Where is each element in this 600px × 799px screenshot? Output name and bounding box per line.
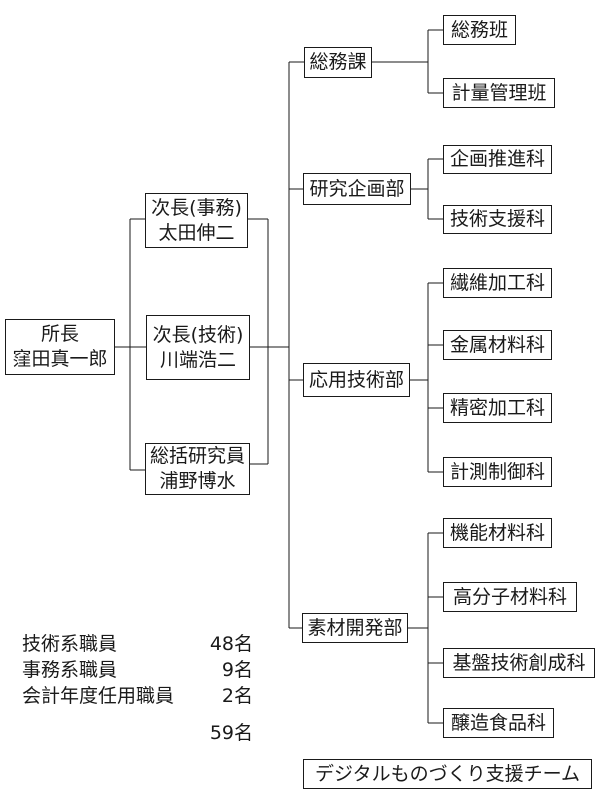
deputy-admin-name: 太田伸二 [158,221,235,244]
section-label: 高分子材料科 [452,585,567,608]
section-box-soumu-han: 総務班 [443,15,516,45]
digital-team-box: デジタルものづくり支援チーム [303,759,592,789]
staff-summary: 技術系職員 48名 事務系職員 9名 会計年度任用職員 2名 59名 [22,631,253,746]
director-name: 窪田真一郎 [12,348,108,370]
section-label: 基盤技術創成科 [452,651,586,674]
section-label: 醸造食品科 [450,711,546,734]
staff-row-technical: 技術系職員 48名 [22,631,253,657]
section-box-kiban-gijutsu-sosei-ka: 基盤技術創成科 [443,648,595,678]
staff-label: 技術系職員 [22,633,118,655]
chief-researcher-title: 総括研究員 [149,445,245,467]
director-box: 所長 窪田真一郎 [5,319,115,375]
staff-row-fiscal-year: 会計年度任用職員 2名 [22,683,253,709]
section-box-kino-zairyo-ka: 機能材料科 [443,518,552,548]
section-box-kobunshi-zairyo-ka: 高分子材料科 [443,582,577,612]
dept-label: 応用技術部 [308,368,404,391]
dept-box-kenkyu-kikaku-bu: 研究企画部 [303,173,411,205]
section-label: 企画推進科 [449,148,545,170]
staff-row-total: 59名 [22,720,253,746]
section-box-jozo-shokuhin-ka: 醸造食品科 [443,708,554,738]
section-label: 計量管理班 [451,81,547,104]
deputy-admin-title: 次長(事務) [151,196,242,219]
section-box-gijutsu-shien-ka: 技術支援科 [443,205,552,234]
staff-label: 事務系職員 [22,659,118,681]
dept-label: 総務課 [309,51,367,73]
section-label: 精密加工科 [449,396,545,419]
staff-count: 48名 [209,633,253,655]
deputy-admin-box: 次長(事務) 太田伸二 [145,193,248,248]
section-label: 技術支援科 [449,208,545,230]
section-label: 総務班 [450,18,508,41]
staff-label: 会計年度任用職員 [22,685,175,707]
dept-box-oyo-gijutsu-bu: 応用技術部 [303,363,410,397]
deputy-tech-title: 次長(技術) [152,323,244,346]
deputy-tech-name: 川端浩二 [159,348,236,371]
dept-box-soumu-ka: 総務課 [304,47,372,78]
section-box-kikaku-suishin-ka: 企画推進科 [443,145,552,174]
dept-box-sozai-kaihatsu-bu: 素材開発部 [302,613,408,643]
staff-count: 2名 [221,685,253,707]
section-box-seimitsu-kako-ka: 精密加工科 [443,393,552,423]
section-label: 金属材料科 [449,333,545,356]
dept-label: 研究企画部 [309,177,405,200]
staff-count: 9名 [221,659,253,681]
chief-researcher-name: 浦野博水 [159,470,236,492]
section-label: 計測制御科 [449,460,545,483]
deputy-tech-box: 次長(技術) 川端浩二 [146,315,250,380]
section-box-keiryo-kanri-han: 計量管理班 [443,78,555,108]
staff-row-administrative: 事務系職員 9名 [22,657,253,683]
digital-team-label: デジタルものづくり支援チーム [314,762,581,785]
chief-researcher-box: 総括研究員 浦野博水 [145,443,250,495]
section-label: 繊維加工科 [449,271,545,294]
section-label: 機能材料科 [449,521,545,544]
section-box-kinzoku-zairyo-ka: 金属材料科 [443,330,552,360]
dept-label: 素材開発部 [307,616,403,639]
section-box-seni-kako-ka: 繊維加工科 [443,268,552,298]
staff-total-count: 59名 [209,722,253,744]
section-box-keisoku-seigyo-ka: 計測制御科 [443,457,552,487]
director-title: 所長 [40,323,79,345]
